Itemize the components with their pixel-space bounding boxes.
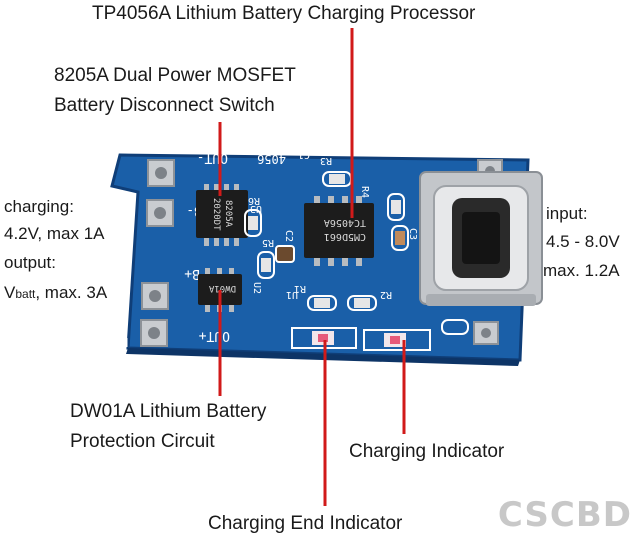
smd-resistor-r6 xyxy=(244,209,262,237)
silk-u2: U2 xyxy=(251,282,262,294)
silk-r5: R5 xyxy=(262,237,274,248)
label-dw01a-line2: Protection Circuit xyxy=(70,431,215,452)
smd-resistor-r1 xyxy=(307,295,337,311)
svg-text:DW01A: DW01A xyxy=(208,283,236,293)
silk-r1: R1 xyxy=(294,283,306,294)
silk-c1: C1 xyxy=(298,149,310,160)
svg-text:TC4056A: TC4056A xyxy=(324,217,366,228)
smd-capacitor-c1 xyxy=(275,245,295,263)
svg-text:8205A: 8205A xyxy=(223,200,233,228)
label-mosfet-line2: Battery Disconnect Switch xyxy=(54,95,275,116)
pad-out-minus xyxy=(147,159,175,187)
mosfet-8205a-chip: 8205A 2020DT xyxy=(196,184,248,246)
smd-resistor-r4 xyxy=(387,193,405,221)
silk-r4: R4 xyxy=(359,186,370,198)
silk-c2: C2 xyxy=(283,230,294,242)
watermark-cscbd: CSCBD xyxy=(497,495,632,535)
pad-b-plus xyxy=(141,282,169,310)
silk-r2: R2 xyxy=(380,289,392,300)
usb-c-connector xyxy=(419,171,543,306)
label-charging-indicator: Charging Indicator xyxy=(349,441,505,462)
smd-resistor-r2 xyxy=(347,295,377,311)
left-spec-output-value: Vbatt, max. 3A xyxy=(4,283,108,302)
smd-component-r5 xyxy=(257,251,275,279)
label-mosfet-line1: 8205A Dual Power MOSFET xyxy=(54,65,296,86)
pad-b-minus xyxy=(146,199,174,227)
smd-resistor-r8 xyxy=(441,319,469,335)
silk-model: 4056 xyxy=(257,152,286,166)
silk-m: M xyxy=(121,335,128,349)
svg-text:2020DT: 2020DT xyxy=(211,198,221,231)
silk-c3: C3 xyxy=(407,228,418,240)
silk-r6: R6 xyxy=(248,195,260,206)
silk-u3: U3 xyxy=(250,203,262,214)
right-spec-current: max. 1.2A xyxy=(543,261,620,280)
tp4056-chip: TC4056A CM5D661 xyxy=(304,196,374,266)
silk-r3: R3 xyxy=(320,155,332,166)
silk-out-plus: OUT+ xyxy=(199,328,230,343)
left-spec-output: output: xyxy=(4,253,56,272)
right-spec-voltage: 4.5 - 8.0V xyxy=(546,232,620,251)
svg-text:CM5D661: CM5D661 xyxy=(324,231,366,242)
label-charging-end-indicator: Charging End Indicator xyxy=(208,513,403,534)
charging-led xyxy=(363,329,431,351)
label-dw01a-line1: DW01A Lithium Battery xyxy=(70,401,267,422)
charging-end-led xyxy=(291,327,357,349)
left-spec-charging: charging: xyxy=(4,197,74,216)
label-tp4056: TP4056A Lithium Battery Charging Process… xyxy=(92,3,476,24)
pad-out-plus xyxy=(140,319,168,347)
silk-b-plus: B+ xyxy=(184,266,200,281)
pcb-edge xyxy=(126,348,520,366)
right-spec-input: input: xyxy=(546,204,588,223)
silk-u1: U1 xyxy=(286,289,298,300)
left-spec-charging-value: 4.2V, max 1A xyxy=(4,224,105,243)
smd-capacitor-c3 xyxy=(391,225,409,251)
silk-out-minus: OUT- xyxy=(197,150,228,165)
